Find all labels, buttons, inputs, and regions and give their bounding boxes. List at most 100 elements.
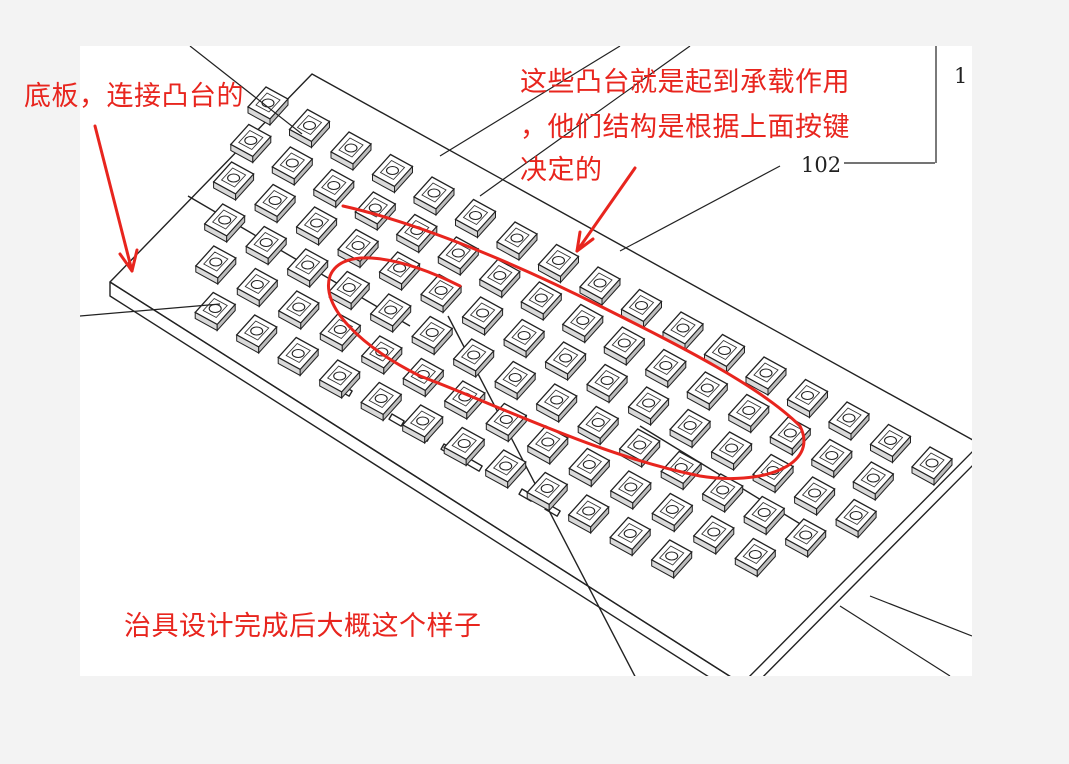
red-outline-loop <box>327 204 806 481</box>
key-boss <box>567 494 610 535</box>
key-boss <box>786 378 829 419</box>
key-boss <box>784 518 827 559</box>
leader-line <box>189 46 303 135</box>
key-boss <box>869 423 912 464</box>
key-boss <box>827 401 871 442</box>
key-boss <box>577 405 620 446</box>
key-boss <box>620 288 663 329</box>
key-boss <box>277 336 320 377</box>
key-boss <box>650 539 693 580</box>
key-boss <box>401 404 444 445</box>
key-boss <box>277 290 320 331</box>
key-boss <box>744 356 788 397</box>
key-boss <box>526 471 569 512</box>
leader-lines <box>80 46 972 676</box>
plate-front-edge <box>109 281 731 676</box>
key-boss <box>194 245 237 286</box>
key-boss <box>295 206 338 247</box>
key-boss <box>454 198 497 239</box>
key-boss <box>378 251 421 292</box>
key-boss <box>537 243 580 284</box>
key-boss <box>710 431 753 472</box>
key-boss <box>411 315 454 356</box>
key-boss <box>609 516 652 557</box>
key-boss <box>692 515 735 556</box>
key-boss <box>535 383 578 424</box>
key-boss <box>494 360 537 401</box>
key-boss <box>229 123 272 164</box>
red-arrow-line-bosses <box>575 166 637 253</box>
plate-side-edge <box>762 465 972 676</box>
leader-line <box>839 605 951 676</box>
key-boss <box>810 438 853 479</box>
key-boss <box>271 146 314 187</box>
key-boss <box>651 492 694 533</box>
key-boss <box>360 335 403 376</box>
key-boss <box>328 270 371 311</box>
key-boss <box>478 258 521 299</box>
key-boss <box>246 86 290 127</box>
key-boss <box>568 447 611 488</box>
leader-line <box>439 46 621 157</box>
key-boss <box>703 333 746 374</box>
key-boss <box>603 326 646 367</box>
key-boss <box>743 495 786 536</box>
key-boss <box>660 450 703 491</box>
key-boss <box>254 183 297 224</box>
key-boss <box>288 108 331 149</box>
key-boss <box>561 303 604 344</box>
key-boss <box>329 131 373 172</box>
leader-line <box>479 46 691 197</box>
annotation-caption: 治具设计完成后大概这个样子 <box>124 611 482 642</box>
key-boss <box>369 293 412 334</box>
key-boss <box>360 381 403 422</box>
key-boss <box>701 473 744 514</box>
key-boss <box>752 453 795 494</box>
key-boss <box>669 408 712 449</box>
annotation-base-plate: 底板，连接凸台的 <box>24 81 244 112</box>
key-boss <box>526 425 569 466</box>
key-boss <box>443 380 486 421</box>
key-boss <box>544 341 587 382</box>
key-boss <box>461 296 504 337</box>
leader-line <box>80 303 221 317</box>
key-boss <box>484 449 527 490</box>
key-boss <box>627 386 670 427</box>
key-boss <box>420 273 463 314</box>
key-boss <box>793 476 836 517</box>
key-boss <box>194 291 237 332</box>
key-boss <box>203 203 246 244</box>
key-boss <box>495 221 539 262</box>
key-boss <box>452 338 495 379</box>
key-boss <box>318 359 361 400</box>
key-boss <box>734 537 777 578</box>
key-boss <box>727 393 770 434</box>
key-boss <box>485 402 528 443</box>
key-boss <box>586 363 629 404</box>
annotation-bosses-line2: ，他们结构是根据上面按键 <box>520 112 850 143</box>
key-boss <box>835 498 878 539</box>
key-boss <box>319 312 362 353</box>
key-boss <box>236 267 279 308</box>
key-boss <box>910 446 954 487</box>
key-boss <box>578 266 622 307</box>
annotation-bosses-line1: 这些凸台就是起到承载作用 <box>520 67 850 98</box>
key-boss <box>235 314 278 355</box>
reference-number-102: 102 <box>801 153 842 177</box>
red-arrowhead-bosses <box>575 230 595 253</box>
plate-slot <box>388 413 405 427</box>
red-arrowhead-base-plate <box>118 248 139 273</box>
key-boss <box>852 461 895 502</box>
red-markup <box>93 124 806 481</box>
leader-line <box>869 595 972 637</box>
key-boss <box>520 281 563 322</box>
key-boss <box>286 248 329 289</box>
key-boss <box>395 213 438 254</box>
key-boss <box>609 470 652 511</box>
leader-line <box>619 165 781 252</box>
annotation-bosses-line3: 决定的 <box>520 155 603 186</box>
fixture-drawing <box>80 46 972 676</box>
key-boss <box>661 311 705 352</box>
key-boss <box>245 225 288 266</box>
key-boss <box>686 371 729 412</box>
